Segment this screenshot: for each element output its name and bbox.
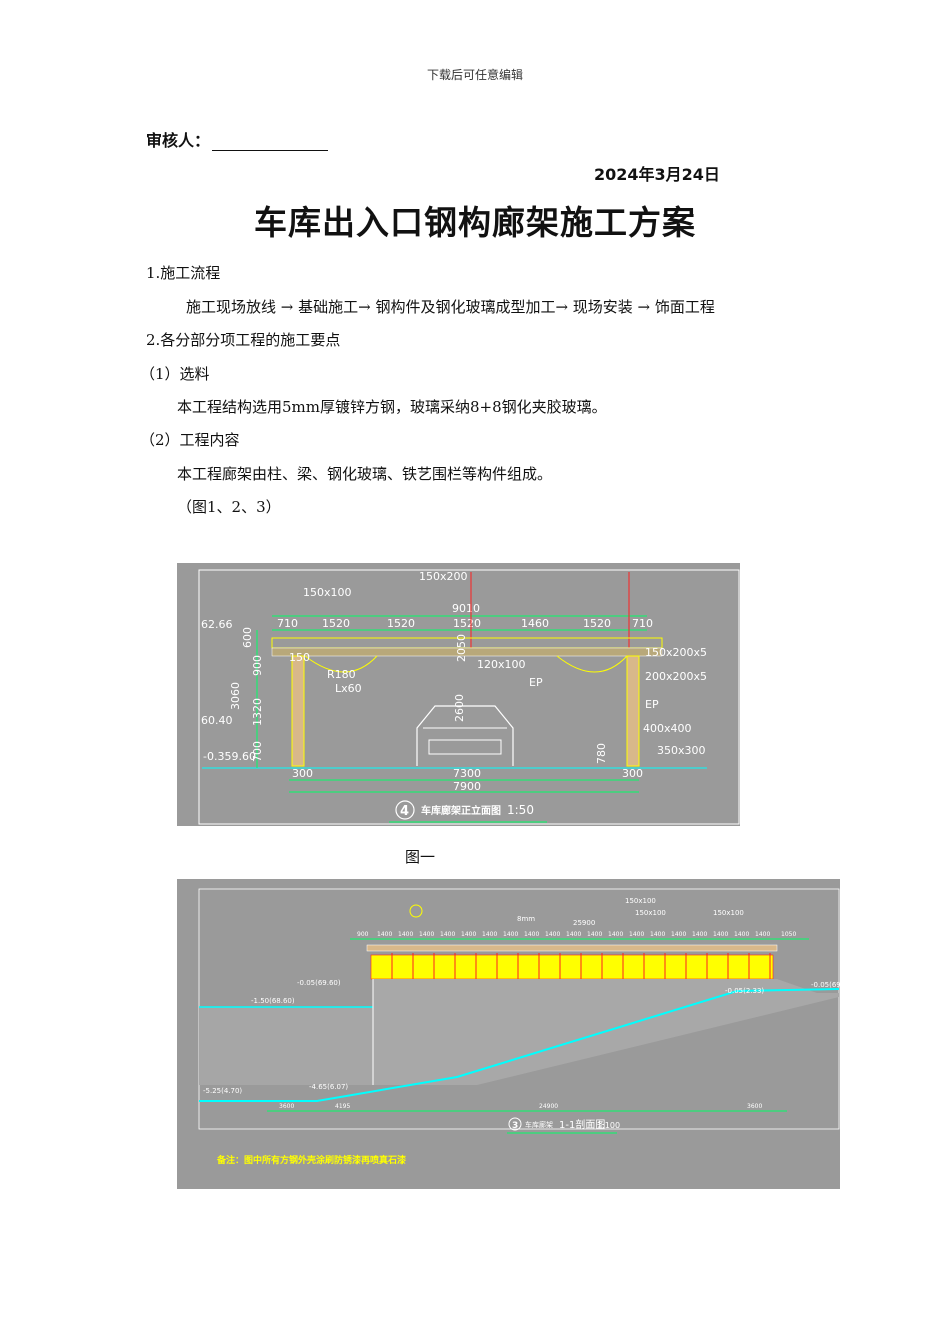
fig1-label-top2: 150x200 [419, 570, 468, 583]
fig2-section: 1-1剖面图 [559, 1118, 605, 1131]
materials-text: 本工程结构选用5mm厚镀锌方钢，玻璃采纳8+8钢化夹胶玻璃。 [177, 398, 607, 416]
subsection-materials-heading: （1）选料 [140, 365, 210, 383]
fig1-dim-1: 710 [277, 617, 298, 630]
fig1-bottom-1: 300 [292, 767, 313, 780]
fig2-dim-19: 1400 [734, 931, 749, 938]
construction-flow: 施工现场放线 → 基础施工→ 钢构件及钢化玻璃成型加工→ 现场安装 → 饰面工程 [186, 298, 715, 316]
fig1-bottom-3: 300 [622, 767, 643, 780]
fig1-height-3: 900 [251, 655, 264, 676]
fig1-label-top1: 150x100 [303, 586, 352, 599]
fig2-label-e: 8mm [517, 915, 535, 923]
section-2-heading: 2.各分部分项工程的施工要点 [146, 331, 341, 349]
fig1-title: 车库廊架正立面图 [421, 804, 501, 817]
fig2-dim-20: 1400 [755, 931, 770, 938]
fig2-scale: 1:100 [597, 1121, 620, 1130]
fig2-dim-7: 1400 [482, 931, 497, 938]
fig1-dim-3: 1520 [387, 617, 415, 630]
signature-blank [212, 134, 329, 151]
fig1-elev-c: -0.359.60 [203, 750, 256, 763]
fig1-mid-e: R180 [327, 668, 356, 681]
fig2-label-a: 150x100 [625, 897, 656, 905]
fig2-bottom-1: 3600 [279, 1103, 294, 1110]
document-date: 2024年3月24日 [594, 165, 720, 184]
fig1-right-d: 400x400 [643, 722, 692, 735]
fig2-elev-left1: -0.05(69.60) [297, 979, 341, 987]
fig1-dim-4: 1520 [453, 617, 481, 630]
fig2-number: 3 [512, 1121, 518, 1131]
fig2-bottom-2: 4195 [335, 1103, 350, 1110]
fig2-bottom-4: 3600 [747, 1103, 762, 1110]
fig2-elev-left2: -1.50(68.60) [251, 997, 295, 1005]
fig1-right-c: EP [645, 698, 659, 711]
content-text: 本工程廊架由柱、梁、钢化玻璃、铁艺围栏等构件组成。 [177, 465, 553, 483]
figure-reference: （图1、2、3） [177, 498, 281, 516]
figure-1-caption: 图一 [405, 848, 436, 866]
fig1-right-b: 200x200x5 [645, 670, 707, 683]
fig1-mid-b: 2050 [455, 634, 468, 662]
fig2-dim-3: 1400 [398, 931, 413, 938]
fig1-elev-b: 60.40 [201, 714, 233, 727]
fig2-dim-17: 1400 [692, 931, 707, 938]
fig2-label-d: 25900 [573, 919, 595, 927]
reviewer-line: 审核人： [146, 127, 329, 151]
fig1-right-f: 780 [595, 743, 608, 764]
fig1-right-a: 150x200x5 [645, 646, 707, 659]
fig1-bottom-2: 7300 [453, 767, 481, 780]
document-title: 车库出入口钢构廊架施工方案 [254, 203, 696, 242]
fig1-height-4: 700 [251, 741, 264, 762]
fig2-dim-14: 1400 [629, 931, 644, 938]
fig2-title: 车库廊架 [525, 1120, 553, 1129]
fig2-label-b: 150x100 [635, 909, 666, 917]
fig2-elev-mid: -4.65(6.07) [309, 1083, 348, 1091]
fig1-left-dim: 150 [289, 651, 310, 664]
fig1-right-e: 350x300 [657, 744, 706, 757]
fig1-dim-5: 1460 [521, 617, 549, 630]
fig1-height-2: 1320 [251, 698, 264, 726]
fig2-label-c: 150x100 [713, 909, 744, 917]
fig2-dim-5: 1400 [440, 931, 455, 938]
fig2-dim-8: 1400 [503, 931, 518, 938]
fig2-dim-15: 1400 [650, 931, 665, 938]
fig1-dim-7: 710 [632, 617, 653, 630]
fig2-elev-left3: -5.25(4.70) [203, 1087, 242, 1095]
fig2-dim-1: 900 [357, 931, 369, 938]
subsection-content-heading: （2）工程内容 [140, 431, 240, 449]
fig1-scale: 1:50 [507, 803, 534, 817]
fig1-mid-c: 120x100 [477, 658, 526, 671]
fig1-dim-2: 1520 [322, 617, 350, 630]
fig2-dim-18: 1400 [713, 931, 728, 938]
figure-2-section: 150x100 150x100 150x100 25900 8mm 900 14… [177, 875, 840, 1189]
fig1-mid-f: EP [529, 676, 543, 689]
fig2-dim-10: 1400 [545, 931, 560, 938]
fig2-dim-21: 1050 [781, 931, 796, 938]
fig2-dim-16: 1400 [671, 931, 686, 938]
fig1-elev-a: 62.66 [201, 618, 233, 631]
fig1-mid-a: 2600 [453, 694, 466, 722]
fig2-bottom-3: 24900 [539, 1103, 558, 1110]
fig2-elev-right: -0.05(69.60) [811, 981, 840, 989]
fig1-number: 4 [400, 804, 409, 819]
fig2-dim-11: 1400 [566, 931, 581, 938]
fig1-dim-6: 1520 [583, 617, 611, 630]
reviewer-label: 审核人： [146, 131, 211, 150]
section-1-heading: 1.施工流程 [146, 264, 221, 282]
figure-1-elevation: 710 1520 1520 1520 1460 1520 710 9010 15… [177, 558, 740, 826]
fig1-height-1: 3060 [229, 682, 242, 710]
fig1-total-bottom: 7900 [453, 780, 481, 793]
fig2-dim-6: 1400 [461, 931, 476, 938]
fig1-mid-d: Lx60 [335, 682, 362, 695]
fig2-dim-12: 1400 [587, 931, 602, 938]
fig2-dim-2: 1400 [377, 931, 392, 938]
fig2-elev-right2: -0.05(2.33) [725, 987, 764, 995]
fig2-dim-13: 1400 [608, 931, 623, 938]
fig2-dim-4: 1400 [419, 931, 434, 938]
fig2-dim-9: 1400 [524, 931, 539, 938]
fig1-total-top: 9010 [452, 602, 480, 615]
header-note: 下载后可任意编辑 [426, 68, 523, 82]
fig1-height-5: 600 [241, 627, 254, 648]
fig2-note: 备注：图中所有方钢外壳涂刷防锈漆再喷真石漆 [216, 1154, 406, 1166]
